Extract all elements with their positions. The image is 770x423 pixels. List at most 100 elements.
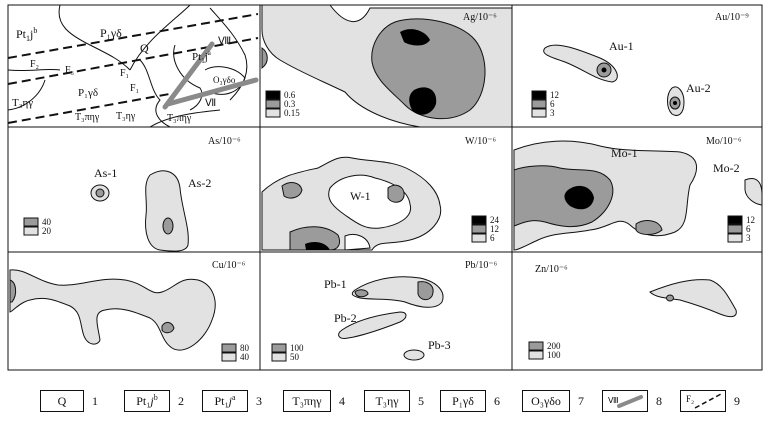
legend-swatch-low	[23, 226, 39, 236]
legend-number: 8	[656, 393, 662, 408]
panel-pb: Pb-1 Pb-2 Pb-3 Pb/10⁻⁶ 100 50	[271, 260, 498, 362]
geology-boundary	[139, 59, 171, 128]
geology-label: Q	[140, 41, 149, 55]
dike-viii	[162, 41, 215, 110]
anomaly-label: W-1	[350, 189, 371, 203]
legend-symbol: Q	[40, 390, 84, 412]
legend-number: 6	[494, 393, 500, 408]
panel-geology: Pt1jb P₁γδ Q Pt1ja F₂ F₃ F₁ F₁ T₃ηγ P₁γδ…	[7, 4, 259, 128]
svg-text:Ⅷ: Ⅷ	[608, 396, 619, 405]
legend-value: 3	[550, 108, 555, 118]
legend-value: 40	[240, 352, 250, 362]
legend-swatch-mid	[265, 99, 281, 109]
anomaly-zone-background	[344, 234, 371, 251]
legend-item: Q 1	[40, 388, 98, 414]
legend-symbol: F₂	[680, 390, 726, 412]
legend-swatch-mid	[528, 341, 544, 351]
legend-swatch-low	[271, 352, 287, 362]
legend-item: T₃πηγ 4	[283, 388, 345, 414]
legend-symbol: Pt₁ja	[202, 390, 248, 412]
legend-item: Pt₁jb 2	[124, 388, 184, 414]
panel-title: Ag/10⁻⁶	[463, 12, 497, 23]
legend-item: T₃ηγ 5	[364, 388, 424, 414]
legend-symbol: P₁γδ	[440, 390, 486, 412]
anomaly-zone-mid	[95, 188, 105, 198]
panel-as: As-1 As-2 As/10⁻⁶ 40 20	[23, 136, 241, 252]
geology-label: F₃	[65, 65, 74, 76]
legend-number: 1	[92, 393, 98, 408]
geology-label: P₁γδ	[100, 26, 122, 40]
legend-item: Ⅷ 8	[602, 388, 662, 414]
geology-label: F₂	[30, 59, 39, 70]
legend-value: 20	[42, 226, 52, 236]
anomaly-zone-low	[744, 178, 763, 206]
anomaly-zone-mid	[161, 321, 175, 334]
legend-value: 100	[290, 343, 304, 353]
legend-swatch-high	[471, 215, 487, 225]
legend-value: 0.3	[284, 99, 296, 109]
legend-item: Pt₁ja 3	[202, 388, 262, 414]
dike-vii	[165, 77, 259, 107]
geology-label: Ⅷ	[218, 36, 231, 47]
legend-swatch-low	[528, 350, 544, 360]
legend-swatch-mid	[727, 224, 743, 234]
geology-boundary	[209, 7, 248, 101]
legend-symbol: Ⅷ	[602, 390, 648, 412]
grid-border	[7, 4, 763, 371]
legend-value: 100	[547, 350, 561, 360]
svg-text:F₂: F₂	[686, 394, 694, 404]
legend-value: 0.6	[284, 90, 296, 100]
anomaly-zone-mid	[417, 281, 434, 301]
anomaly-zone-mid	[354, 289, 369, 298]
geology-label: Pt1jb	[16, 26, 37, 43]
anomaly-label: As-1	[94, 166, 117, 180]
anomaly-zone-high	[409, 87, 437, 115]
legend-number: 4	[339, 393, 345, 408]
legend-swatch-mid	[23, 217, 39, 227]
anomaly-zone-mid	[9, 279, 17, 303]
legend-swatch-low	[727, 233, 743, 243]
anomaly-label: Mo-2	[713, 161, 740, 175]
anomaly-zone-low	[403, 349, 425, 361]
legend-value: 12	[490, 224, 499, 234]
legend-symbol: O₃γδo	[522, 390, 570, 412]
legend-swatch-low	[265, 108, 281, 118]
anomaly-zone-mid	[371, 18, 486, 120]
panel-title: Cu/10⁻⁶	[212, 260, 246, 271]
legend-number: 5	[418, 393, 424, 408]
anomaly-zone-low	[338, 311, 407, 339]
legend-value: 24	[490, 215, 500, 225]
geology-label: O₃γδo	[213, 75, 236, 85]
legend-swatch-low	[471, 233, 487, 243]
legend-swatch-mid	[531, 99, 547, 109]
anomaly-label: Pb-2	[334, 311, 357, 325]
geology-label: P₁γδ	[78, 87, 98, 99]
fault-line	[7, 37, 259, 85]
anomaly-zone-mid	[635, 220, 663, 235]
fault-icon: F₂	[686, 393, 722, 409]
anomaly-zone-high	[400, 29, 430, 46]
panel-zn: Zn/10⁻⁶ 200 100	[528, 264, 737, 360]
legend-value: 80	[240, 343, 250, 353]
geology-label: F₁	[120, 68, 129, 79]
legend-number: 2	[178, 393, 184, 408]
legend-number: 7	[578, 393, 584, 408]
anomaly-label: As-2	[188, 176, 211, 190]
geology-boundary	[7, 79, 46, 111]
geology-label: T₃πηγ	[167, 113, 192, 124]
legend-swatch-high	[727, 215, 743, 225]
geology-boundary	[204, 66, 246, 95]
map-legend: Q 1 Pt₁jb 2 Pt₁ja 3 T₃πηγ 4 T₃ηγ 5 P₁γδ …	[0, 388, 770, 418]
legend-item: O₃γδo 7	[522, 388, 584, 414]
anomaly-zone-mid	[666, 294, 674, 302]
anomaly-zone-high	[601, 67, 607, 73]
anomaly-zone-mid	[162, 217, 174, 235]
legend-value: 200	[547, 341, 561, 351]
geology-label: F₁	[130, 83, 139, 94]
legend-symbol: T₃πηγ	[283, 390, 331, 412]
legend-swatch-high	[265, 90, 281, 100]
anomaly-zone-mid	[513, 165, 614, 228]
panel-title: Mo/10⁻⁶	[706, 136, 742, 147]
anomaly-label: Mo-1	[611, 146, 638, 160]
